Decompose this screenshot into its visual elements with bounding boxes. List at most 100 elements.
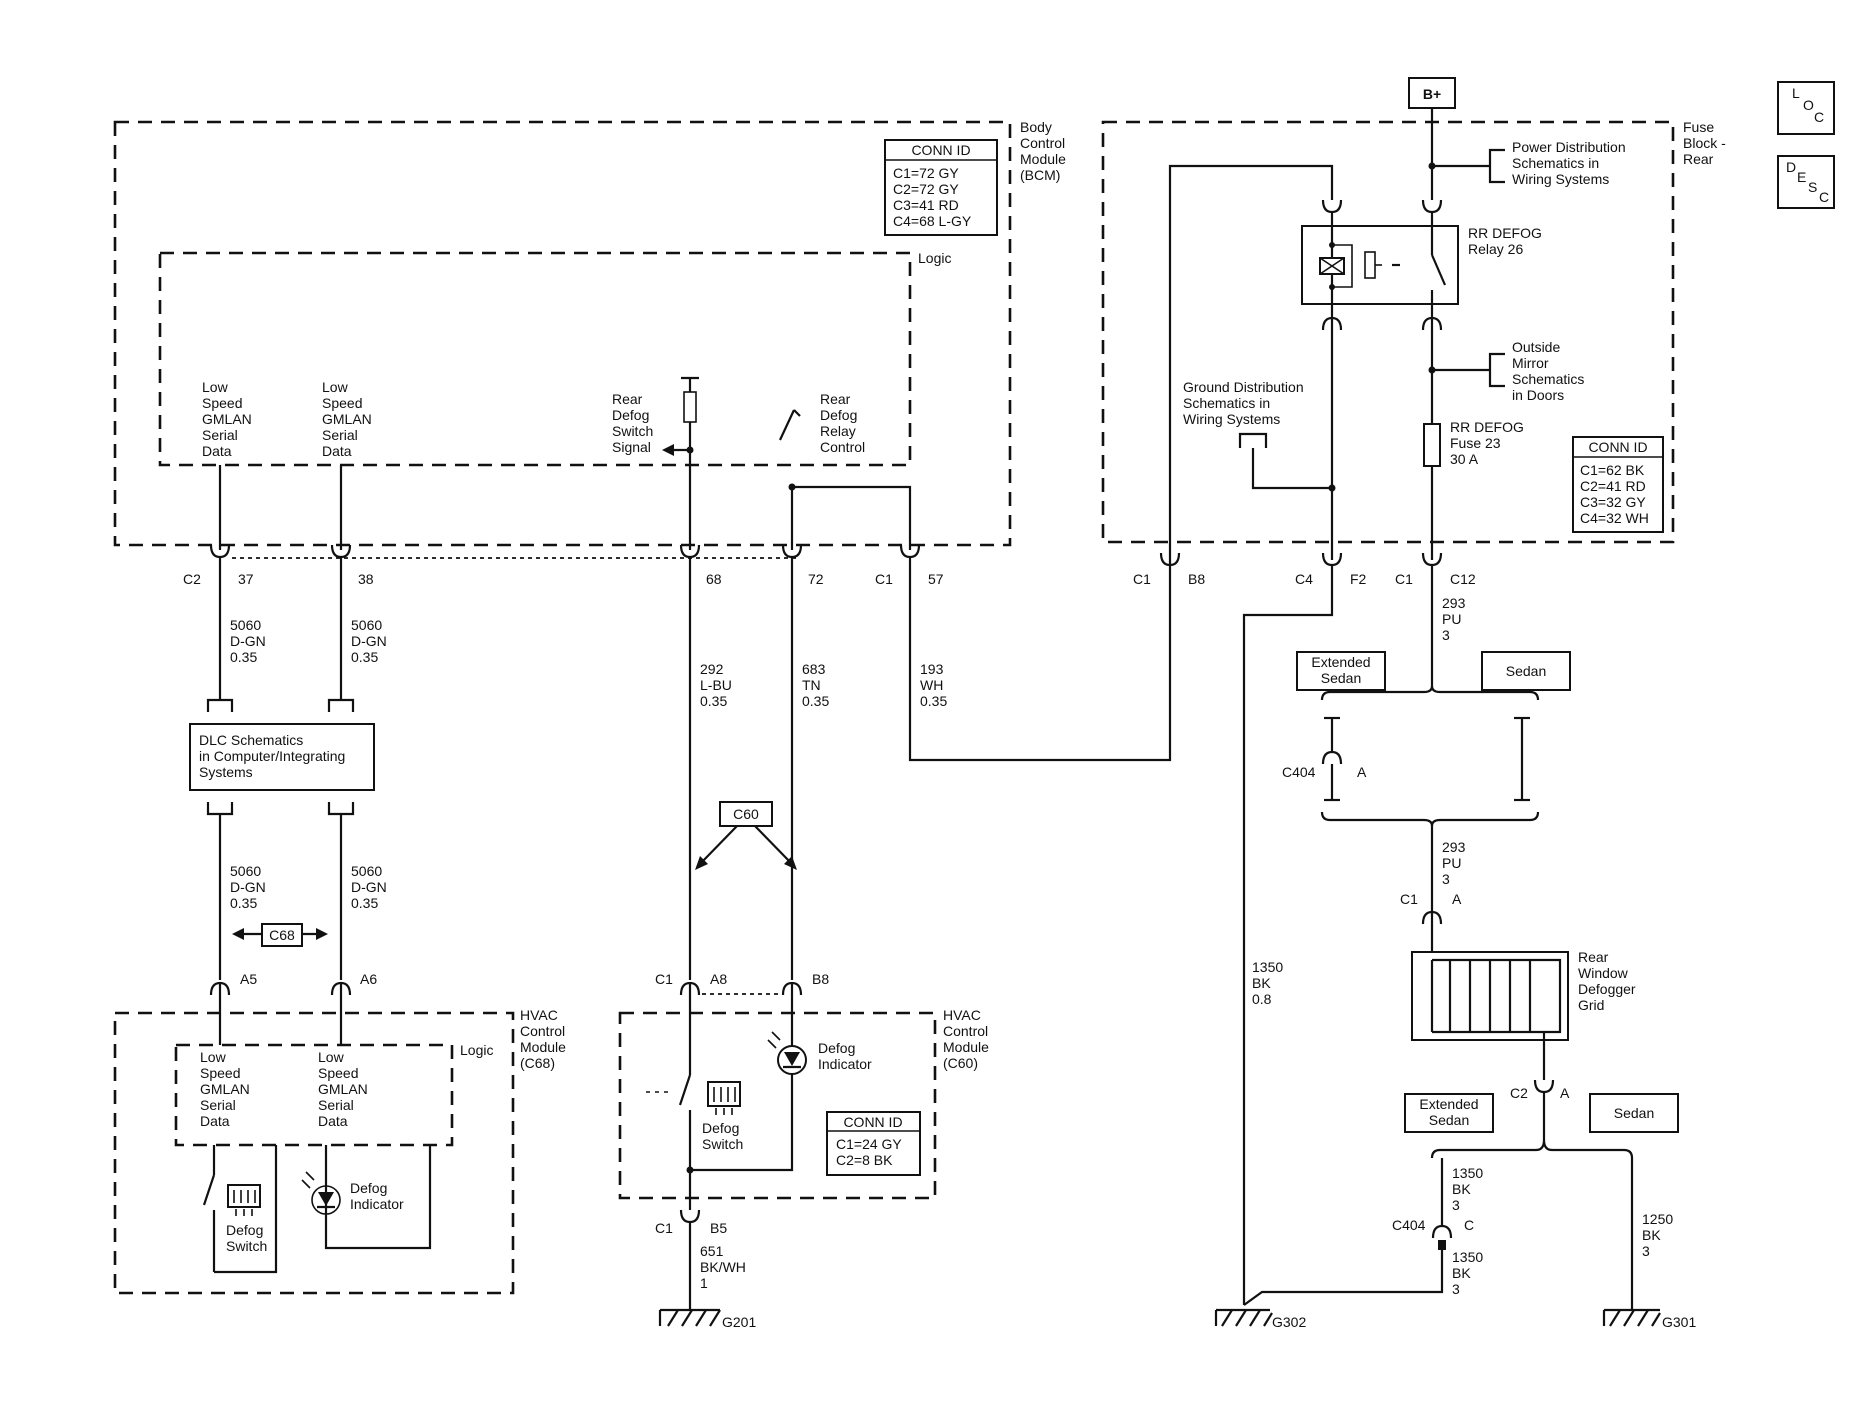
dlc-box[interactable]: DLC Schematics in Computer/Integrating S…	[189, 698, 375, 816]
option-split-bottom	[1430, 1139, 1634, 1159]
svg-text:in Doors: in Doors	[1512, 387, 1564, 403]
ground-g301-icon	[1602, 1308, 1661, 1327]
svg-text:Defogger: Defogger	[1578, 981, 1636, 997]
svg-text:193: 193	[920, 661, 944, 677]
svg-text:5060: 5060	[230, 617, 261, 633]
hvac-c68-defog-switch-label: Defog Switch	[226, 1222, 267, 1254]
wire-label-1350-a: 1350 BK 3	[1452, 1165, 1483, 1213]
svg-text:Sedan: Sedan	[1429, 1112, 1469, 1128]
bcm-logic-boundary	[158, 251, 912, 467]
pin-c2: C2	[183, 571, 201, 587]
c68-reference[interactable]: C68	[232, 923, 328, 947]
outside-mirror-label: Outside Mirror Schematics in Doors	[1512, 339, 1584, 403]
svg-text:Systems: Systems	[199, 764, 253, 780]
bplus-label: B+	[1423, 86, 1441, 102]
svg-text:Rear: Rear	[612, 391, 643, 407]
svg-text:RR DEFOG: RR DEFOG	[1468, 225, 1542, 241]
wire-label-1250: 1250 BK 3	[1642, 1211, 1673, 1259]
svg-text:Ground Distribution: Ground Distribution	[1183, 379, 1304, 395]
hvac-c68-defog-indicator-icon	[301, 1145, 432, 1250]
svg-text:GMLAN: GMLAN	[322, 411, 372, 427]
pin-c1-fb: C1	[1133, 571, 1151, 587]
svg-text:BK: BK	[1452, 1181, 1471, 1197]
svg-text:CONN ID: CONN ID	[1588, 439, 1647, 455]
svg-text:CONN ID: CONN ID	[843, 1114, 902, 1130]
svg-text:D-GN: D-GN	[230, 879, 266, 895]
pin-a8: A8	[710, 971, 727, 987]
svg-text:Defog: Defog	[818, 1040, 855, 1056]
c404-bottom-connector	[1431, 1224, 1453, 1239]
svg-text:1250: 1250	[1642, 1211, 1673, 1227]
svg-text:1350: 1350	[1252, 959, 1283, 975]
pin-b8-fb: B8	[1188, 571, 1205, 587]
pin-a5: A5	[240, 971, 257, 987]
pin-c12: C12	[1450, 571, 1476, 587]
ground-g301-label: G301	[1662, 1314, 1696, 1330]
svg-text:Indicator: Indicator	[818, 1056, 872, 1072]
svg-text:1: 1	[700, 1275, 708, 1291]
svg-text:Rear: Rear	[1683, 151, 1714, 167]
svg-text:Block -: Block -	[1683, 135, 1726, 151]
svg-text:Speed: Speed	[200, 1065, 240, 1081]
svg-text:0.35: 0.35	[802, 693, 829, 709]
svg-text:Indicator: Indicator	[350, 1196, 404, 1212]
rear-window-defogger-grid-icon	[1411, 912, 1569, 1080]
bcm-gmlan-label-1: Low Speed GMLAN Serial Data	[202, 379, 252, 459]
fuse-block-conn-id-table: CONN ID C1=62 BK C2=41 RD C3=32 GY C4=32…	[1572, 436, 1664, 533]
rear-grid-label: Rear Window Defogger Grid	[1578, 949, 1636, 1013]
bcm-relay-control-label: Rear Defog Relay Control	[820, 391, 865, 455]
svg-text:GMLAN: GMLAN	[318, 1081, 368, 1097]
svg-text:Defog: Defog	[612, 407, 649, 423]
splice-dot-c60	[686, 1166, 694, 1174]
svg-text:Signal: Signal	[612, 439, 651, 455]
c60-reference[interactable]: C60	[695, 801, 797, 870]
svg-text:3: 3	[1442, 871, 1450, 887]
hvac-c60-defog-indicator-icon	[767, 1031, 807, 1075]
connector-symbols-bcm	[209, 544, 921, 565]
svg-text:C3=41 RD: C3=41 RD	[893, 197, 959, 213]
hvac-c68-title: HVAC Control Module (C68)	[520, 1007, 566, 1071]
pin-72: 72	[808, 571, 824, 587]
option-split-top	[1320, 685, 1540, 827]
svg-text:Relay 26: Relay 26	[1468, 241, 1523, 257]
pin-f2: F2	[1350, 571, 1367, 587]
fuse-block-title: Fuse Block - Rear	[1683, 119, 1726, 167]
pin-a-c404: A	[1357, 764, 1367, 780]
ground-g302-icon	[1214, 1308, 1273, 1327]
svg-text:5060: 5060	[351, 617, 382, 633]
svg-text:Data: Data	[202, 443, 232, 459]
svg-text:0.35: 0.35	[351, 895, 378, 911]
desc-letter-d: D	[1786, 159, 1796, 175]
hvac-c60-boundary	[618, 1011, 937, 1200]
svg-text:0.35: 0.35	[920, 693, 947, 709]
pin-37: 37	[238, 571, 254, 587]
svg-text:WH: WH	[920, 677, 943, 693]
desc-button[interactable]	[1777, 155, 1835, 209]
hvac-c68-gmlan-label-2: Low Speed GMLAN Serial Data	[318, 1049, 368, 1129]
svg-text:Power Distribution: Power Distribution	[1512, 139, 1626, 155]
relay-coil-feed-wire	[1168, 164, 1334, 565]
svg-text:BK: BK	[1452, 1265, 1471, 1281]
hvac-c60-title: HVAC Control Module (C60)	[943, 1007, 989, 1071]
svg-text:C60: C60	[733, 806, 759, 822]
loc-letter-l: L	[1792, 85, 1800, 101]
svg-text:Low: Low	[318, 1049, 345, 1065]
wire-1350-b	[1243, 1250, 1444, 1306]
ground-dist-stub	[1251, 448, 1332, 490]
pin-c2-grid: C2	[1510, 1085, 1528, 1101]
svg-text:C1=24 GY: C1=24 GY	[836, 1136, 902, 1152]
pin-38: 38	[358, 571, 374, 587]
svg-text:BK: BK	[1252, 975, 1271, 991]
bcm-internal-splice	[792, 485, 912, 550]
wire-label-293-top: 293 PU 3	[1442, 595, 1466, 643]
svg-text:Fuse 23: Fuse 23	[1450, 435, 1501, 451]
pin-c1-bcm: C1	[875, 571, 893, 587]
wire-label-1350-long: 1350 BK 0.8	[1252, 959, 1283, 1007]
svg-text:(C68): (C68)	[520, 1055, 555, 1071]
svg-text:C2=72 GY: C2=72 GY	[893, 181, 959, 197]
loc-button[interactable]	[1777, 81, 1835, 135]
svg-text:Serial: Serial	[200, 1097, 236, 1113]
splice-dot	[788, 483, 796, 491]
